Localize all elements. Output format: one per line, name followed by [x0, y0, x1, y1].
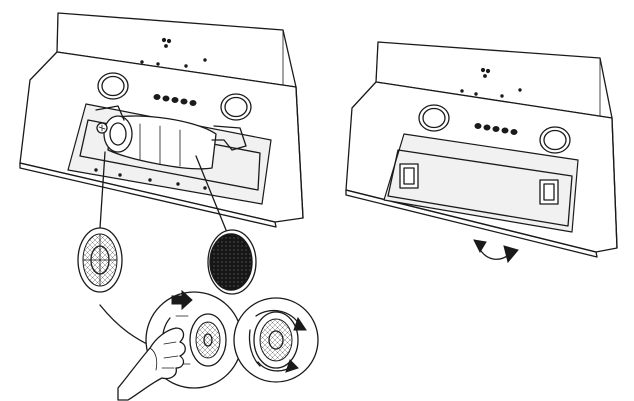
hood-right: [345, 41, 618, 258]
detail-rotate-filter: [233, 297, 319, 383]
motor-bracket: [211, 125, 247, 151]
rotate-arrow-icon: [255, 309, 307, 373]
right-knob: [220, 93, 252, 121]
top-mount-holes-right: [460, 67, 522, 98]
hood-left: [19, 12, 304, 231]
left-panel: [19, 12, 319, 401]
carbon-filter: [207, 229, 257, 295]
hand-icon: [117, 327, 186, 401]
blower-motor: [95, 105, 217, 170]
top-mount-holes: [140, 37, 207, 68]
left-knob: [97, 72, 129, 100]
right-knob-right: [539, 126, 571, 154]
grease-filter: [77, 227, 123, 293]
control-buttons-right: [474, 123, 518, 135]
control-buttons: [153, 94, 197, 106]
leader-line-right: [195, 155, 227, 231]
right-panel: [345, 41, 618, 264]
left-knob-right: [418, 104, 450, 132]
leader-line-left: [99, 151, 106, 229]
filter-cover: [383, 133, 579, 233]
recess-holes: [94, 168, 207, 190]
arrow-right-icon: [171, 289, 193, 311]
rotate-arrow-icon: [473, 239, 519, 264]
